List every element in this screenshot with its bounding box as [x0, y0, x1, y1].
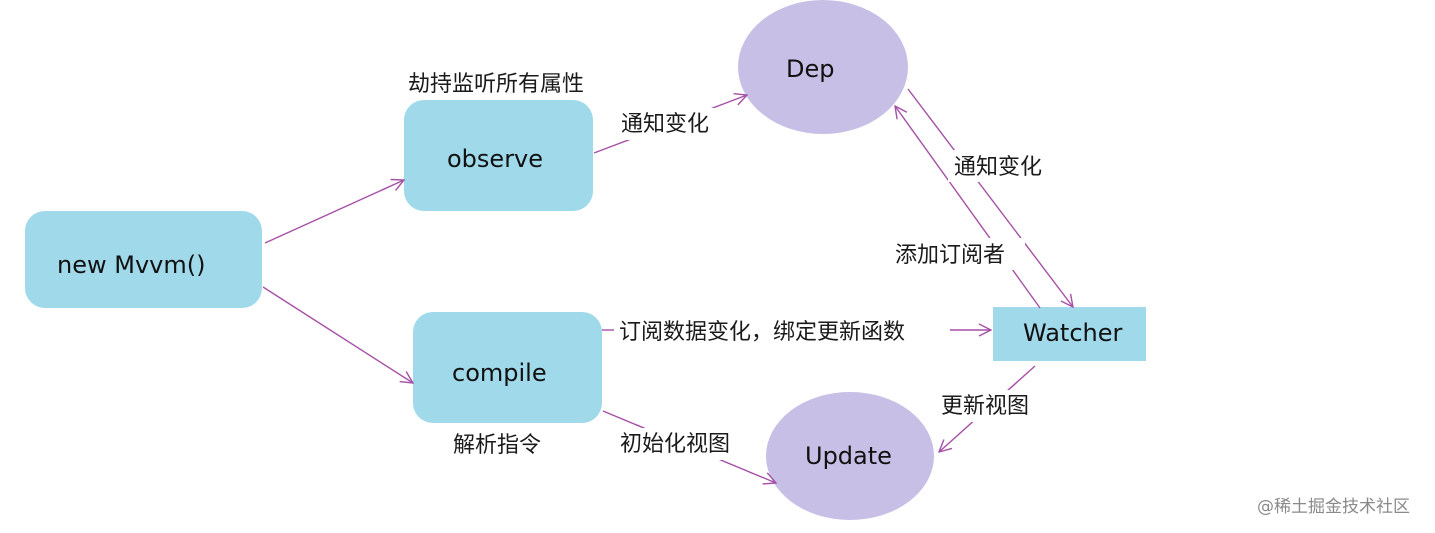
node-update-label: Update [805, 442, 892, 470]
label-watcher-to-update: 更新视图 [941, 394, 1029, 419]
node-mvvm-box [25, 211, 262, 308]
caption-compile: 解析指令 [453, 433, 541, 458]
node-compile-box [413, 312, 602, 423]
edge-dep-to-watcher [907, 88, 1073, 307]
edge-watcher-to-dep [895, 106, 1041, 309]
label-observe-to-dep: 通知变化 [621, 112, 709, 137]
label-bg-compile-to-update [615, 428, 749, 460]
label-bg-observe-to-dep [615, 108, 727, 140]
label-bg-dep-to-watcher [948, 150, 1060, 182]
node-update-ellipse [766, 392, 934, 520]
node-compile-label: compile [452, 359, 547, 387]
edge-mvvm-to-observe [264, 180, 404, 244]
node-mvvm-label: new Mvvm() [57, 251, 205, 279]
node-dep-label: Dep [786, 55, 834, 83]
node-observe-label: observe [447, 145, 543, 173]
node-dep-ellipse [738, 0, 908, 134]
label-dep-to-watcher: 通知变化 [954, 155, 1042, 180]
caption-observe: 劫持监听所有属性 [408, 72, 584, 97]
label-compile-to-update: 初始化视图 [620, 432, 730, 457]
node-watcher-label: Watcher [1023, 319, 1122, 347]
label-watcher-to-dep: 添加订阅者 [895, 243, 1005, 268]
node-watcher-box [993, 307, 1146, 361]
node-observe-box [404, 100, 593, 211]
watermark: @稀土掘金技术社区 [1257, 497, 1410, 517]
label-compile-to-watcher: 订阅数据变化，绑定更新函数 [619, 320, 905, 345]
edge-mvvm-to-compile [262, 286, 413, 383]
label-bg-watcher-to-dep [891, 238, 1025, 270]
label-bg-watcher-to-update [937, 390, 1049, 422]
